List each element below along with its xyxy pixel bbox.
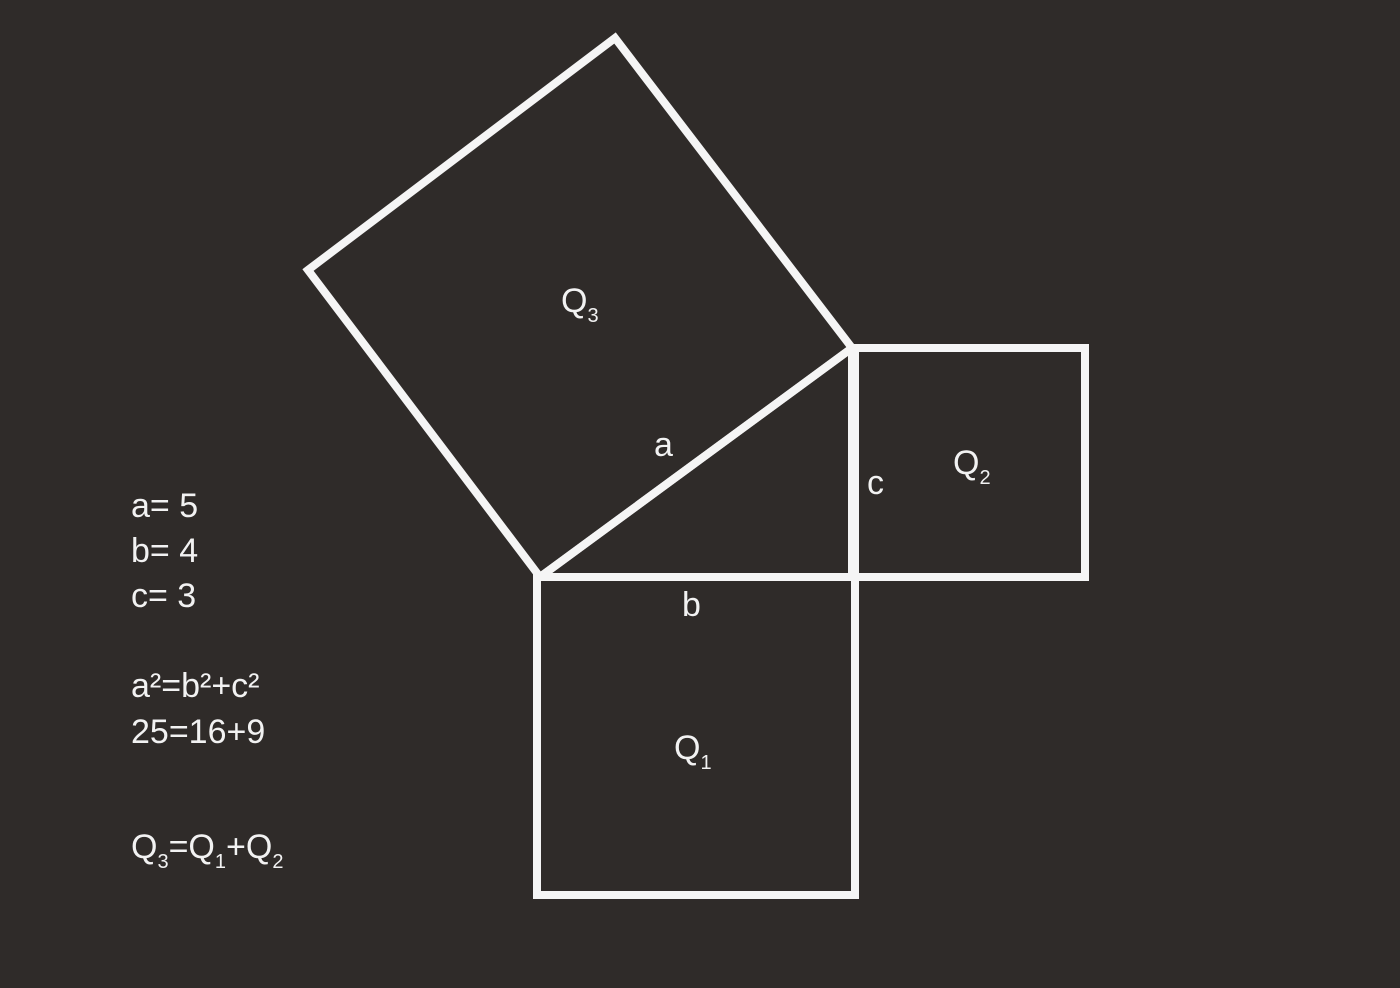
equation-line-6: Q3=Q1+Q2 [131, 828, 283, 873]
label-side-a: a [654, 426, 673, 464]
equation-line-5: 25=16+9 [131, 713, 265, 751]
label-q3: Q3 [561, 282, 599, 327]
equation-line-1: a= 5 [131, 487, 198, 525]
label-side-c: c [867, 464, 884, 502]
label-q1: Q1 [674, 729, 712, 774]
equation-line-4: a²=b²+c² [131, 667, 260, 705]
equation-line-3: c= 3 [131, 577, 196, 615]
equation-line-2: b= 4 [131, 532, 198, 570]
side-a-line [537, 344, 855, 581]
label-side-b: b [682, 586, 701, 624]
label-q2: Q2 [953, 444, 991, 489]
